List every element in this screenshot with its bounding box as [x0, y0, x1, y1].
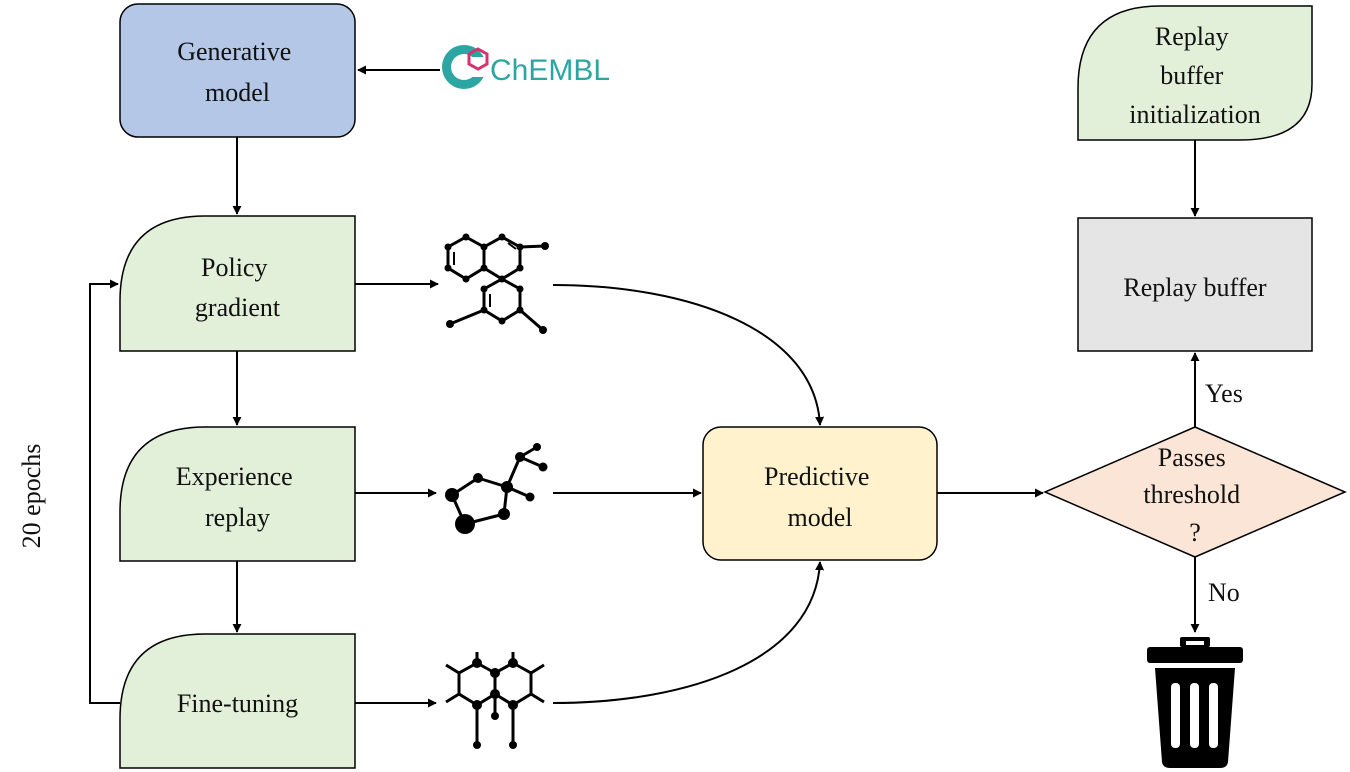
predictive-model-box: [702, 426, 938, 561]
policy-gradient-node: Policy gradient: [119, 215, 356, 352]
decision-label: Passes threshold ?: [1143, 443, 1246, 547]
edge-loop-back: [89, 279, 120, 704]
policy-gradient-box: [119, 215, 356, 352]
fine-tuning-box: [119, 633, 356, 769]
molecule-naphthalene-icon: [445, 652, 545, 749]
yes-label: Yes: [1205, 379, 1243, 408]
edges: [89, 65, 1200, 708]
replay-buffer-init-box: [1077, 5, 1313, 141]
replay-buffer-label: Replay buffer: [1123, 273, 1267, 302]
epochs-label: 20 epochs: [17, 444, 46, 549]
molecule-hexagonal-icon: [444, 233, 549, 334]
predictive-model-label: Predictive model: [764, 462, 876, 532]
replay-buffer-init-node: Replay buffer initialization: [1077, 5, 1313, 141]
experience-replay-label: Experience replay: [176, 462, 299, 532]
generative-model-box: [119, 3, 356, 138]
generative-model-label: Generative model: [177, 37, 298, 107]
chembl-logo-text: ChEMBL: [490, 54, 610, 87]
replay-buffer-box: [1077, 217, 1313, 352]
edge-molecule1-to-predictive: [552, 284, 825, 426]
generative-model-node: Generative model: [119, 3, 356, 138]
no-label: No: [1208, 578, 1240, 607]
chembl-logo-hexagon: [467, 47, 489, 71]
replay-buffer-init-label: Replay buffer initialization: [1129, 22, 1260, 129]
molecule-ball-stick-icon: [445, 443, 548, 534]
experience-replay-node: Experience replay: [119, 426, 356, 562]
replay-buffer-node: Replay buffer: [1077, 217, 1313, 352]
experience-replay-box: [119, 426, 356, 562]
trash-bin-icon: [1147, 637, 1243, 768]
policy-gradient-label: Policy gradient: [195, 253, 281, 322]
fine-tuning-label: Fine-tuning: [177, 689, 298, 718]
decision-node: Passes threshold ?: [1043, 426, 1347, 558]
chembl-logo: ChEMBL: [442, 45, 610, 89]
fine-tuning-node: Fine-tuning: [119, 633, 356, 769]
predictive-model-node: Predictive model: [702, 426, 938, 561]
edge-molecule3-to-predictive: [552, 561, 825, 704]
